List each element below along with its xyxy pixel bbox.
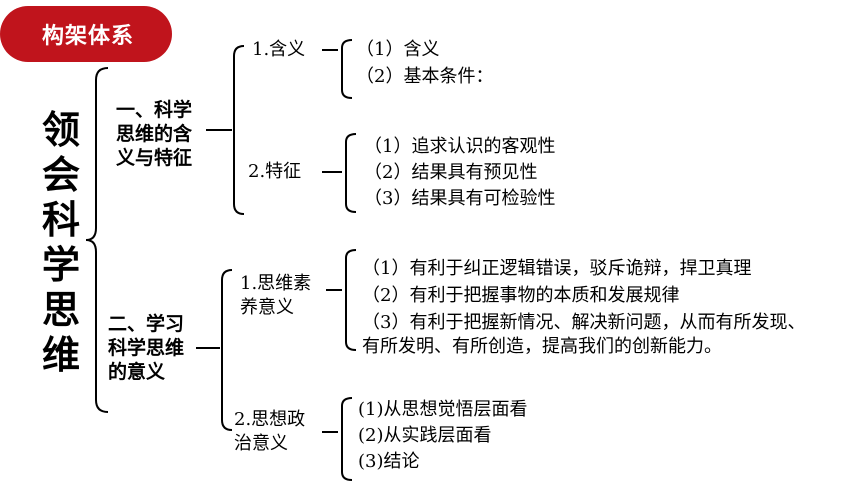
branch2-sub2-label: 2.思想政 治意义 xyxy=(234,409,306,454)
root-char: 学 xyxy=(41,243,80,287)
leaf-item: (2)从实践层面看 xyxy=(358,425,492,446)
branch1-sub1-label: 1.含义 xyxy=(252,39,306,60)
leaf-item: （1）有利于纠正逻辑错误，驳斥诡辩，捍卫真理 xyxy=(362,258,752,279)
leaf-item: （2）有利于把握事物的本质和发展规律 xyxy=(362,285,680,306)
branch1-sub2-label: 2.特征 xyxy=(248,161,302,182)
leaf-item: (1)从思想觉悟层面看 xyxy=(358,399,528,420)
leaf-item: （3）有利于把握新情况、解决新问题，从而有所发现、 xyxy=(362,312,806,333)
section-badge: 构架体系 xyxy=(0,6,172,62)
leaf-item: （1）追求认识的客观性 xyxy=(364,136,556,157)
leaf-item: (3)结论 xyxy=(358,451,420,472)
leaf-item: （3）结果具有可检验性 xyxy=(364,188,556,209)
root-char: 科 xyxy=(41,198,80,242)
root-char: 领 xyxy=(41,108,80,152)
root-char: 维 xyxy=(41,333,80,377)
branch2-title: 二、学习 科学思维 的意义 xyxy=(108,313,185,383)
root-char: 会 xyxy=(41,153,80,197)
branch1-title: 一、科学 思维的含 义与特征 xyxy=(116,99,193,169)
leaf-item: （1）含义 xyxy=(356,39,440,60)
root-title: 领 会 科 学 思 维 xyxy=(38,108,84,378)
leaf-item: （2）基本条件： xyxy=(356,66,494,87)
branch2-sub1-label: 1.思维素 养意义 xyxy=(240,273,312,318)
root-char: 思 xyxy=(41,288,80,332)
leaf-item: 有所发明、有所创造，提高我们的创新能力。 xyxy=(362,336,722,357)
leaf-item: （2）结果具有预见性 xyxy=(364,162,538,183)
